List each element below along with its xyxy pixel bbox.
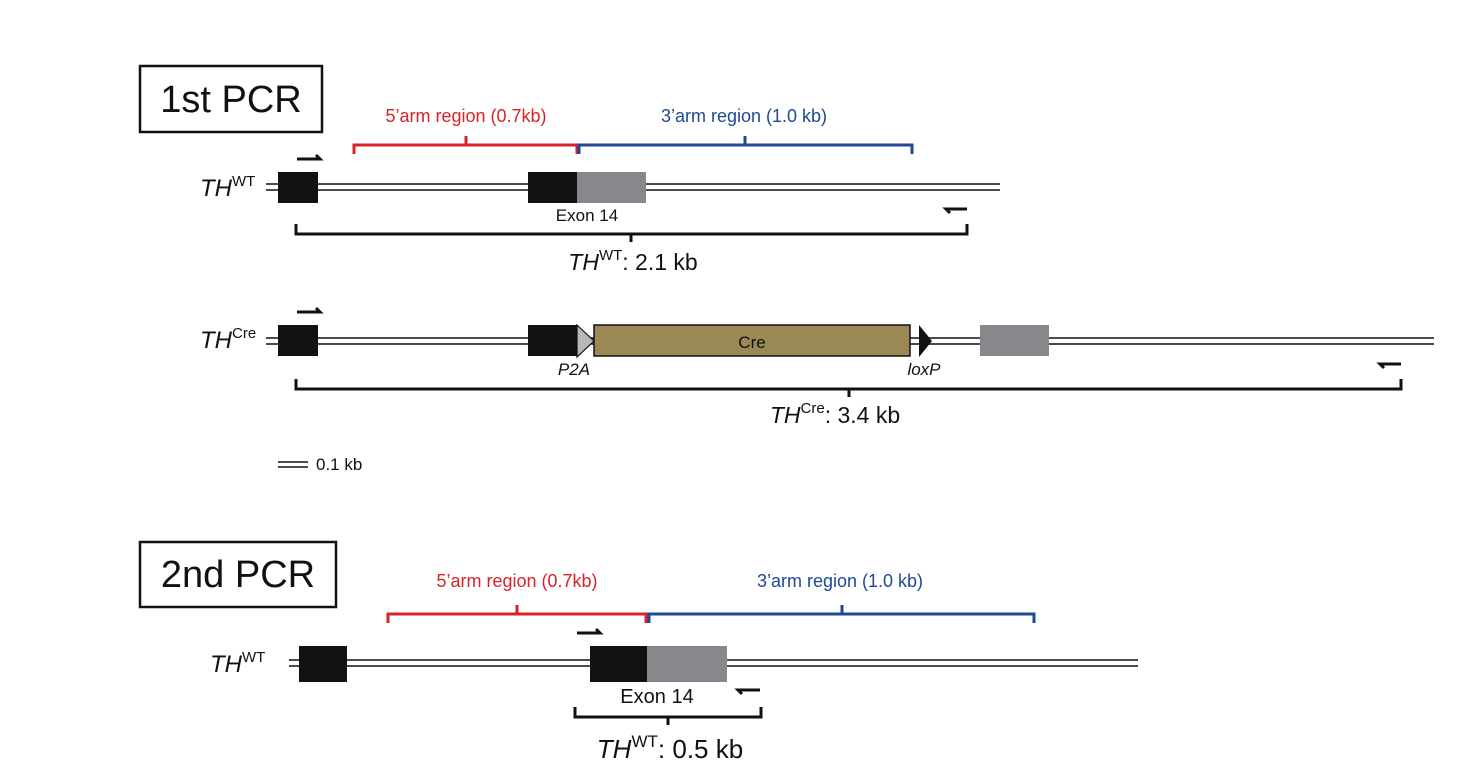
loxp-label: loxP	[907, 360, 941, 379]
product-bracket-wt	[294, 224, 969, 242]
exon-1	[299, 646, 347, 682]
panel-1st-pcr: 1st PCR 5’arm region (0.7kb) 3’arm regio…	[138, 64, 1434, 474]
product-label-wt: THWT: 2.1 kb	[568, 247, 697, 275]
title-box-2	[138, 540, 338, 609]
product-bracket-cre	[294, 379, 1403, 397]
exon-14-coding	[590, 646, 647, 682]
exon-14-label: Exon 14	[556, 206, 618, 225]
arm3-bracket-1	[577, 136, 914, 154]
panel-title-2: 2nd PCR	[161, 554, 315, 596]
scale-bar: 0.1 kb	[278, 455, 362, 474]
exon-14-utr	[647, 646, 727, 682]
scale-label: 0.1 kb	[316, 455, 362, 474]
panel-title-1: 1st PCR	[160, 79, 301, 121]
exon-14-label: Exon 14	[620, 686, 693, 708]
exon-14-coding	[528, 325, 577, 356]
cre-label: Cre	[738, 333, 765, 352]
reverse-primer-arrow	[1376, 362, 1401, 370]
product-bracket-wt-2	[573, 707, 763, 725]
product-label-cre: THCre: 3.4 kb	[770, 400, 900, 428]
cre-box	[593, 324, 911, 357]
p2a-label: P2A	[558, 360, 590, 379]
exon-1	[278, 172, 318, 203]
arm5-label-2: 5’arm region (0.7kb)	[436, 571, 597, 591]
product-label-wt-2: THWT: 0.5 kb	[597, 732, 743, 764]
exon-14-utr	[577, 172, 646, 203]
title-box-1	[138, 64, 324, 134]
cre-allele: THCre Cre P2A loxP THCre: 3.4 kb	[200, 306, 1434, 428]
reverse-primer-arrow	[734, 688, 760, 696]
panel-2nd-pcr: 2nd PCR 5’arm region (0.7kb) 3’arm regio…	[138, 540, 1138, 764]
arm5-bracket-1	[352, 136, 579, 154]
arm3-bracket-2	[647, 605, 1036, 623]
forward-primer-arrow	[577, 627, 604, 635]
exon-14-utr	[980, 325, 1049, 356]
p2a-triangle	[576, 323, 595, 359]
arm5-bracket-2	[386, 605, 648, 623]
exon-14-coding	[528, 172, 577, 203]
reverse-primer-arrow	[942, 207, 967, 215]
forward-primer-arrow	[297, 153, 324, 161]
arm5-label-1: 5’arm region (0.7kb)	[385, 106, 546, 126]
wt-allele-2: THWT Exon 14 THWT: 0.5 kb	[210, 627, 1138, 764]
arm3-label-2: 3’arm region (1.0 kb)	[757, 571, 923, 591]
wt-gene-label-2: THWT	[210, 649, 265, 678]
forward-primer-arrow	[297, 306, 324, 314]
loxp-triangle	[919, 325, 932, 357]
exon-1	[278, 325, 318, 356]
wt-allele-1: THWT Exon 14 THWT: 2.1 kb	[200, 153, 1000, 275]
arm3-label-1: 3’arm region (1.0 kb)	[661, 106, 827, 126]
wt-gene-label-1: THWT	[200, 173, 255, 202]
cre-gene-label: THCre	[200, 325, 256, 354]
